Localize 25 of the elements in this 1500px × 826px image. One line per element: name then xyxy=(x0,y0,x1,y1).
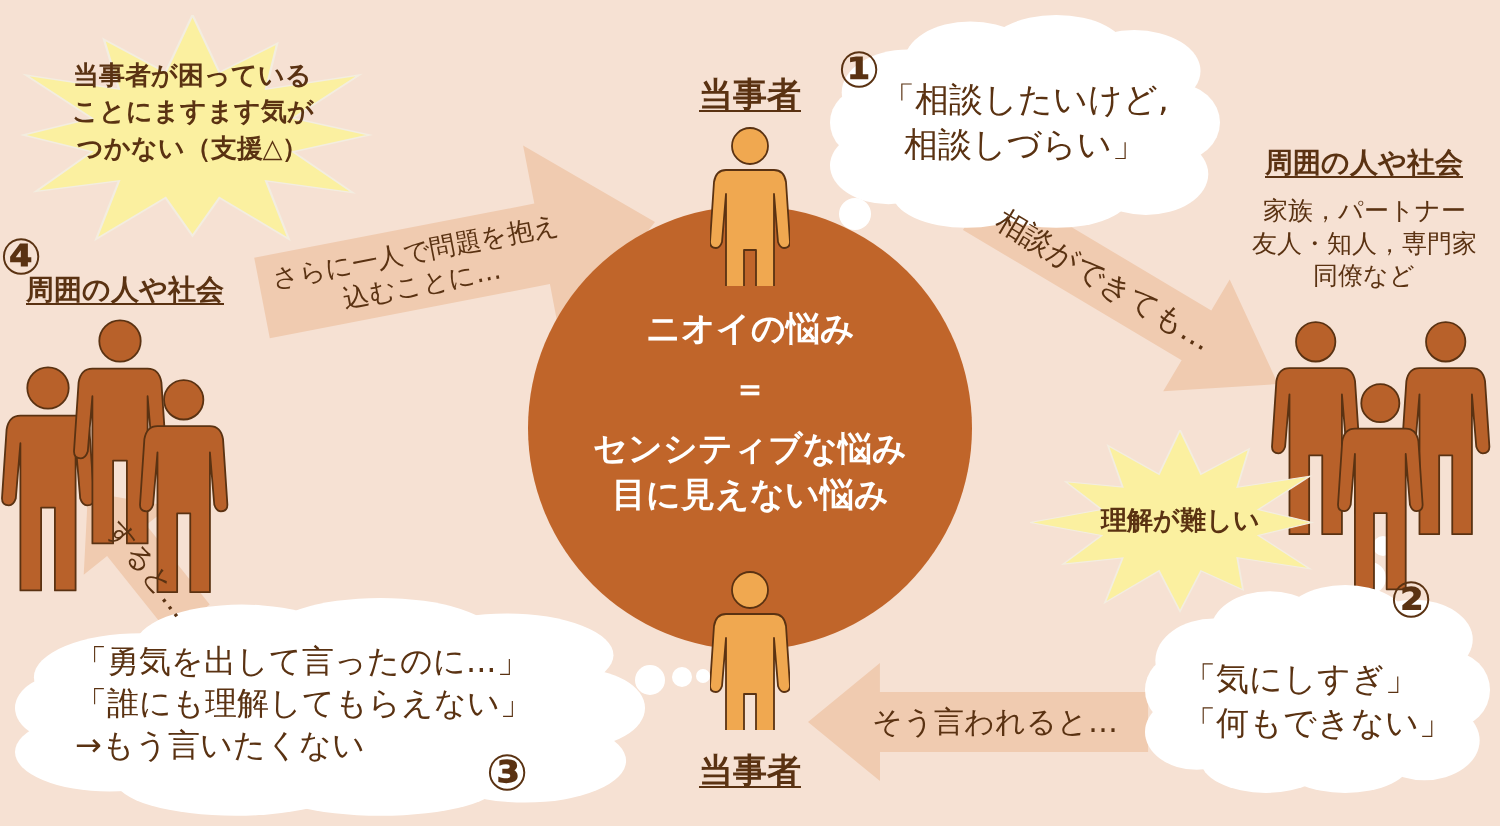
heading: 当事者 xyxy=(698,73,802,116)
circle-text: ＝ xyxy=(732,366,768,410)
circle-text: 目に見えない悩み xyxy=(610,472,890,516)
thought-text: 「気にしすぎ」 xyxy=(1182,658,1419,700)
block-arrow xyxy=(808,663,1149,782)
thought-text: →もう言いたくない xyxy=(74,725,366,767)
thought-text: 「相談したいけど,相談しづらい」 xyxy=(880,78,1170,166)
edge-label: 相談ができても… xyxy=(989,201,1219,360)
thought-text: 「誰にも理解してもらえない」 xyxy=(74,683,533,725)
heading: 当事者 xyxy=(698,749,802,792)
step-number: ③ xyxy=(486,748,529,798)
heading: 周囲の人や社会 xyxy=(1264,145,1464,181)
thought-text: 「勇気を出して言ったのに...」 xyxy=(74,641,530,682)
thought-text: 「何もできない」 xyxy=(1182,701,1453,744)
burst-text: 当事者が困っていることにますます気がつかない（支援△） xyxy=(70,59,315,165)
edge-label: そう言われると… xyxy=(872,703,1119,741)
edge-label: さらに一人で問題を抱え込むことに… xyxy=(268,208,564,316)
member-text: 友人・知人，専門家 xyxy=(1250,227,1478,260)
circle-text: ニオイの悩み xyxy=(644,307,856,350)
step-number: ① xyxy=(838,45,881,95)
circle-text: センシティブな悩み xyxy=(592,426,908,470)
member-text: 同僚など xyxy=(1312,260,1416,293)
member-text: 家族，パートナー xyxy=(1261,195,1467,228)
step-number: ② xyxy=(1390,575,1433,625)
burst-text: 理解が難しい xyxy=(1099,504,1261,537)
